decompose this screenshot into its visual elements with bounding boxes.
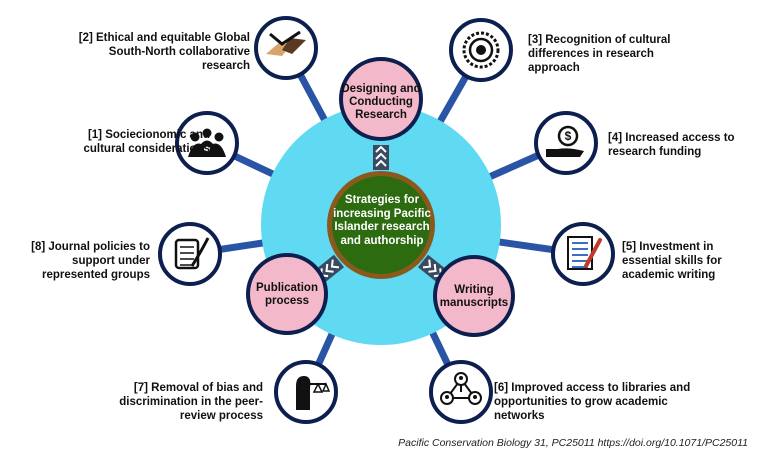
network-person-head — [473, 395, 477, 399]
chevron — [428, 263, 437, 273]
open-hand — [546, 148, 584, 157]
dollar-sign: $ — [565, 129, 572, 143]
funding-hand-icon: $ — [534, 111, 598, 175]
citation: Pacific Conservation Biology 31, PC25011… — [398, 437, 748, 449]
strategy-label-5: [5] Investment in essential skills for a… — [622, 241, 722, 281]
network-icon — [429, 360, 493, 424]
right-hand — [282, 38, 306, 54]
stage-designing-label: Designing and Conducting Research — [341, 83, 421, 121]
strategy-label-7: [7] Removal of bias and discrimination i… — [119, 382, 263, 422]
scroll-quill-icon — [158, 222, 222, 286]
strategy-label-4: [4] Increased access to research funding — [608, 132, 735, 158]
icon-node-circle — [534, 111, 598, 175]
strategy-label-3: [3] Recognition of cultural differences … — [528, 34, 671, 74]
family-head — [214, 132, 224, 142]
chevron — [375, 145, 387, 153]
chevron — [422, 259, 432, 269]
pattern-mid-ring — [468, 37, 494, 63]
family-head — [190, 132, 200, 142]
chevron — [375, 152, 387, 160]
upper-arms — [269, 30, 301, 46]
chevron — [375, 159, 387, 167]
network-person-head — [459, 376, 463, 380]
quill — [190, 237, 210, 267]
stage-publication-label: Publication process — [256, 282, 318, 307]
coin — [557, 125, 579, 147]
cultural-pattern-icon — [449, 18, 513, 82]
strategy-label-8: [8] Journal policies to support under re… — [31, 241, 150, 281]
writing-document-icon — [551, 222, 615, 286]
strategy-label-2: [2] Ethical and equitable Global South-N… — [78, 32, 250, 72]
stage-writing-label: Writing manuscripts — [439, 284, 509, 309]
family-child-head — [204, 146, 210, 152]
stage-writing-circle — [433, 255, 515, 337]
lady-justice-figure — [296, 376, 311, 410]
strategy-label-6: [6] Improved access to libraries and opp… — [494, 382, 691, 422]
strategy-label-1: [1] Sociecionomic and cultural considera… — [83, 129, 210, 155]
stage-publication-circle — [246, 253, 328, 335]
left-hand — [266, 42, 290, 56]
justice-scales-icon — [274, 360, 338, 424]
family-icon — [175, 111, 239, 175]
chevron — [325, 263, 334, 273]
chevron — [330, 259, 340, 269]
pattern-core — [476, 45, 486, 55]
stage-designing-circle — [339, 57, 423, 141]
pencil — [584, 238, 602, 268]
family-head — [202, 128, 212, 138]
center-circle — [332, 176, 430, 274]
center-strategies-label: Strategies for increasing Pacific Island… — [333, 194, 431, 247]
handshake-icon — [254, 16, 318, 80]
scale-pans — [312, 382, 331, 393]
network-person-head — [445, 395, 449, 399]
pattern-outer-ring — [462, 31, 500, 69]
arrow-to-designing — [373, 145, 389, 170]
